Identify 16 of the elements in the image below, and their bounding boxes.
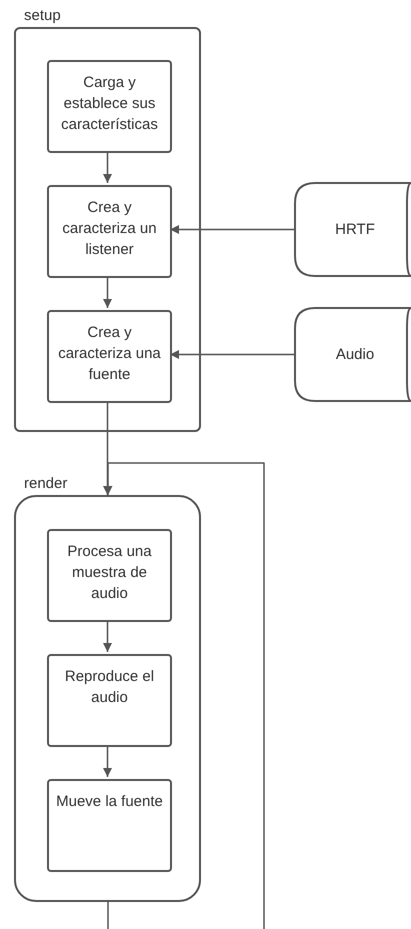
arrow xyxy=(170,350,295,359)
store-label: HRTF xyxy=(335,219,375,240)
process-box: Carga y establece sus características xyxy=(47,60,172,153)
arrow xyxy=(103,745,112,777)
arrow xyxy=(170,225,295,234)
arrow xyxy=(103,151,112,183)
group-title: setup xyxy=(24,7,61,25)
process-box: Crea y caracteriza un listener xyxy=(47,185,172,278)
store-label: Audio xyxy=(336,344,374,364)
process-box: Procesa una muestra de audio xyxy=(47,529,172,622)
process-box: Mueve la fuente xyxy=(47,779,172,872)
process-box: Reproduce el audio xyxy=(47,654,172,747)
process-box: Crea y caracteriza una fuente xyxy=(47,310,172,403)
group-title: render xyxy=(24,475,68,493)
arrow xyxy=(103,276,112,308)
arrow xyxy=(103,620,112,652)
